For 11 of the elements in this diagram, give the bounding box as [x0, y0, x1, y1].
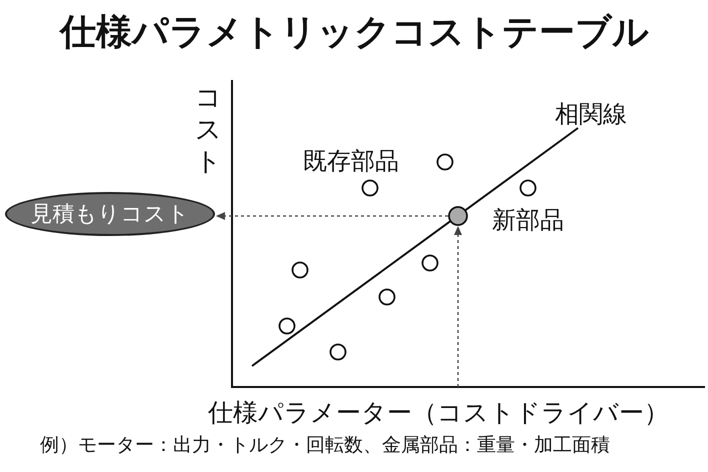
axis-title: 仕様パラメーター（コストドライバー） — [208, 397, 669, 429]
dashed-arrow — [216, 212, 448, 220]
estimate-ellipse: 見積もりコスト — [5, 192, 215, 236]
note: 例）モーター：出力・トルク・回転数、金属部品：重量・加工面積 — [40, 433, 610, 458]
axis-title: コスト — [195, 82, 221, 178]
label: 既存部品 — [303, 146, 399, 177]
dashed-arrow — [454, 226, 462, 387]
title: 仕様パラメトリックコストテーブル — [60, 11, 649, 55]
point-label: 新部品 — [492, 205, 564, 236]
new-part-point — [448, 206, 468, 226]
label: 相関線 — [555, 99, 627, 130]
